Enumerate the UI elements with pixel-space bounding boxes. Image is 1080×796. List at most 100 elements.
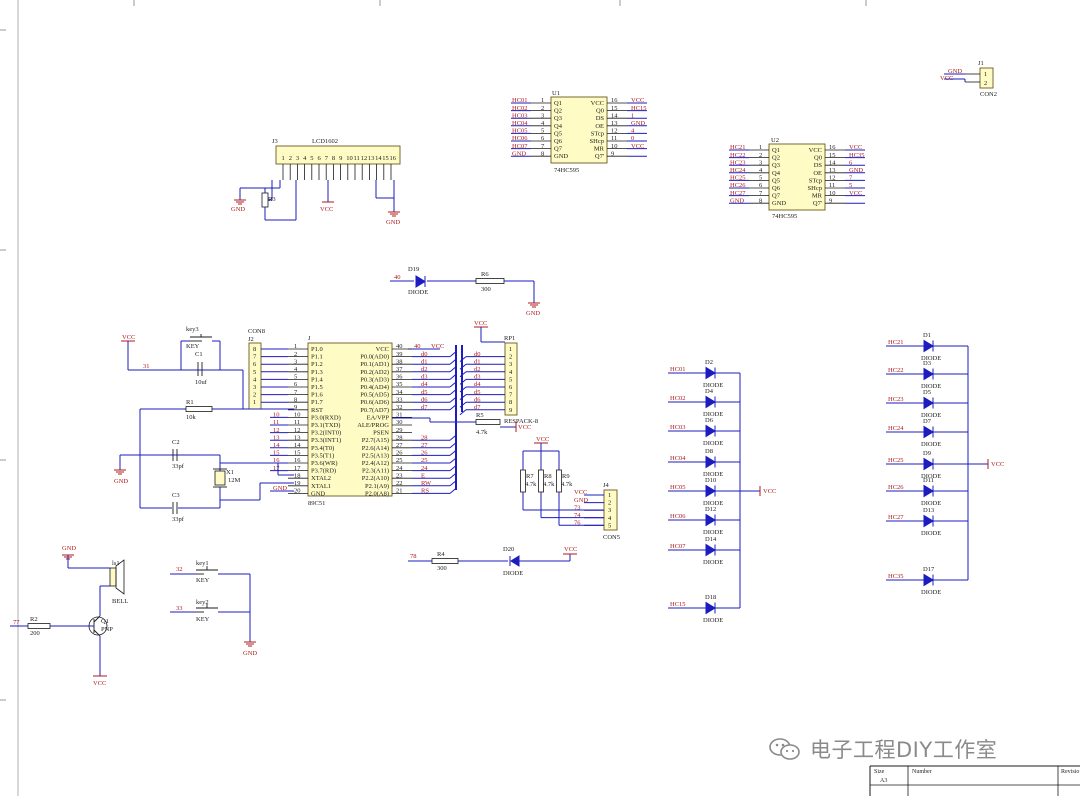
mcu-pin-name: P3.5(T1) bbox=[311, 452, 334, 459]
j1-pin2: 2 bbox=[984, 80, 987, 87]
mcu-pin-name: P0.7(AD7) bbox=[360, 407, 389, 414]
led-part: DIODE bbox=[703, 529, 723, 536]
mcu-right-net: RW bbox=[421, 480, 432, 487]
mcu-pin-name: P1.2 bbox=[311, 361, 323, 368]
chip-pin-name: Q0 bbox=[596, 108, 604, 115]
j4-part: CON5 bbox=[603, 534, 620, 541]
mcu-pin-number: 13 bbox=[294, 434, 301, 441]
mcu-pin-name: ALE/PROG bbox=[357, 422, 389, 429]
mcu-pin-number: 20 bbox=[294, 488, 301, 495]
con8-label: CON8 bbox=[248, 328, 265, 335]
mcu-pin-name: P3.2(INT0) bbox=[311, 430, 341, 437]
led-ref: D5 bbox=[923, 389, 931, 396]
led-net: HC23 bbox=[888, 396, 904, 403]
mcu-left-net: 14 bbox=[273, 442, 280, 449]
mcu-right-net: d4 bbox=[421, 381, 428, 388]
mcu-pin-number: 14 bbox=[294, 442, 301, 449]
led-part: DIODE bbox=[921, 412, 941, 419]
chip-pin-number: 13 bbox=[611, 120, 618, 127]
mcu-vcc: VCC bbox=[431, 343, 444, 350]
lcd-pin-number: 12 bbox=[361, 155, 368, 162]
chip-left-net: GND bbox=[512, 150, 526, 157]
lcd-pin-number: 14 bbox=[375, 155, 382, 162]
title-block: Size A3 Number Revisio bbox=[869, 765, 1080, 796]
chip-pin-name: Q5 bbox=[554, 130, 562, 137]
rp1-pin-number: 4 bbox=[509, 369, 513, 376]
key1-label: KEY bbox=[196, 577, 210, 584]
chip-pin-number: 9 bbox=[829, 197, 832, 204]
lcd-pin-number: 13 bbox=[368, 155, 375, 162]
mcu-pin-name: P3.7(RD) bbox=[311, 468, 336, 475]
r4-net: 78 bbox=[410, 553, 417, 560]
mcu-pin-number: 17 bbox=[294, 465, 301, 472]
crystal-circuit: GND C2 33pf C3 33pf X1 12M bbox=[114, 439, 294, 523]
mcu-pin-number: 24 bbox=[396, 465, 403, 472]
chip-pin-number: 12 bbox=[829, 175, 836, 182]
led-ref: D13 bbox=[923, 507, 934, 514]
led-ref: D3 bbox=[923, 360, 931, 367]
chip-left-net: HC26 bbox=[730, 182, 746, 189]
con8-pin-number: 4 bbox=[253, 376, 257, 383]
chip-pin-name: STcp bbox=[809, 177, 822, 184]
led-net: HC15 bbox=[670, 601, 686, 608]
reset-vcc: VCC bbox=[122, 334, 135, 341]
tb-size-value: A3 bbox=[880, 778, 887, 784]
j2-label: J2 bbox=[248, 336, 254, 343]
chip-right-net: VCC bbox=[849, 144, 862, 151]
con8-pin-number: 7 bbox=[253, 354, 257, 361]
mcu-pin-name: P2.4(A12) bbox=[362, 460, 389, 467]
chip-pin-name: Q0 bbox=[814, 155, 822, 162]
wechat-icon bbox=[769, 738, 800, 760]
j4-net: 73 bbox=[574, 504, 581, 511]
buttons-key1-key2: 32 key1 KEY 33 key2 KEY GND bbox=[170, 560, 257, 657]
j4-pin-number: 3 bbox=[608, 507, 611, 514]
chip-pin-name: Q4 bbox=[554, 123, 563, 130]
chip-pin-name: VCC bbox=[591, 100, 604, 107]
c1-ref: C1 bbox=[195, 351, 203, 358]
j4-net: 76 bbox=[574, 520, 581, 527]
led-ref: D8 bbox=[705, 448, 713, 455]
x1-value: 12M bbox=[228, 477, 241, 484]
d20-ref: D20 bbox=[503, 546, 514, 553]
rp1-pin-number: 2 bbox=[509, 354, 512, 361]
mcu-left-net: 13 bbox=[273, 434, 280, 441]
bus-entry bbox=[459, 409, 467, 416]
mcu-pin-name: P2.7(A15) bbox=[362, 437, 389, 444]
mcu-right-net: d2 bbox=[421, 366, 428, 373]
led-net: HC03 bbox=[670, 424, 686, 431]
mcu-pin-number: 7 bbox=[294, 389, 298, 396]
rp1-net: d5 bbox=[474, 389, 481, 396]
lcd-pin-number: 5 bbox=[310, 155, 313, 162]
mcu-pin-name: P0.1(AD1) bbox=[360, 361, 389, 368]
j4-net: GND bbox=[574, 497, 588, 504]
watermark: 电子工程DIY工作室 bbox=[768, 734, 1058, 764]
mcu-pin-name: P1.3 bbox=[311, 369, 323, 376]
bell-net: 77 bbox=[13, 619, 20, 626]
pullup-value: 4.7k bbox=[561, 481, 573, 488]
led-ref: D6 bbox=[705, 417, 714, 424]
chip-left-net: HC22 bbox=[730, 152, 746, 159]
mcu-pin-name: P1.4 bbox=[311, 376, 323, 383]
led-diode bbox=[923, 425, 934, 439]
rp1-pin-number: 1 bbox=[509, 346, 512, 353]
mcu-pin-number: 2 bbox=[294, 351, 297, 358]
chip-right-net: 1 bbox=[631, 112, 634, 119]
rp1-net: d2 bbox=[474, 366, 481, 373]
mcu-pin-name: P2.2(A10) bbox=[362, 475, 389, 482]
chip-pin-name: Q6 bbox=[554, 138, 563, 145]
led-diode bbox=[923, 339, 934, 353]
led-net: HC07 bbox=[670, 543, 686, 550]
chip-pin-number: 10 bbox=[829, 190, 836, 197]
chip-pin-number: 7 bbox=[759, 190, 763, 197]
j1-vcc: VCC bbox=[940, 75, 953, 82]
mcu-pin-number: 32 bbox=[396, 404, 403, 411]
led-part: DIODE bbox=[703, 471, 723, 478]
resistor-pack-rp1: VCC RP1 RESPACK-8 12d03d14d25d36d47d58d6… bbox=[459, 320, 538, 425]
u1-part: 74HC595 bbox=[554, 167, 579, 174]
chip-pin-name: Q7' bbox=[595, 153, 604, 160]
mcu-pin-name: XTAL1 bbox=[311, 483, 331, 490]
mcu-pin-name: P2.5(A13) bbox=[362, 452, 389, 459]
chip-pin-name: OE bbox=[813, 170, 822, 177]
mcu-right-net: d5 bbox=[421, 389, 428, 396]
